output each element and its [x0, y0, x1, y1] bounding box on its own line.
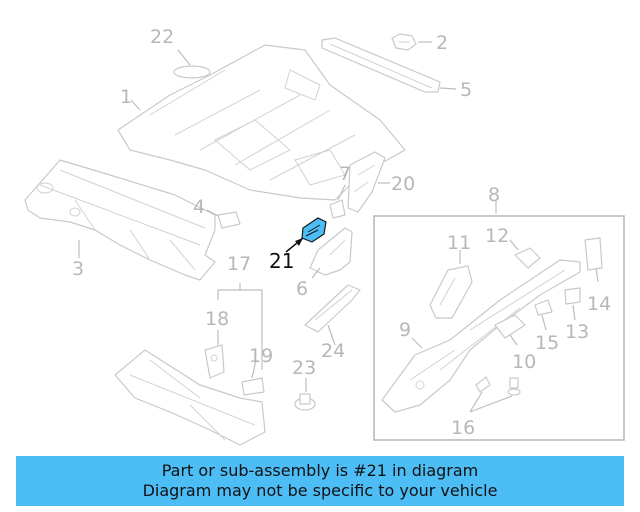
label-part-3: 3 [72, 258, 84, 280]
label-part-17: 17 [227, 253, 251, 275]
part-9-side-rail [381, 259, 581, 413]
label-part-21: 21 [269, 249, 294, 273]
banner-line-part-number: Part or sub-assembly is #21 in diagram [161, 461, 479, 480]
parts-diagram: 1 2 3 4 5 6 7 8 9 10 11 12 13 14 15 16 1… [24, 26, 625, 446]
part-21-highlighted-bracket [301, 217, 327, 243]
label-part-11: 11 [447, 232, 471, 254]
label-part-18: 18 [205, 308, 229, 330]
part-5-cross-member [321, 37, 441, 93]
label-part-19: 19 [249, 345, 273, 367]
part-11-cover [429, 265, 473, 319]
label-part-12: 12 [485, 225, 509, 247]
label-part-14: 14 [587, 293, 611, 315]
part-2-clip [391, 33, 417, 51]
label-part-23: 23 [292, 357, 316, 379]
part-15-clip [534, 299, 553, 316]
part-13-clip [564, 287, 581, 305]
part-10-bracket [494, 314, 526, 339]
label-part-9: 9 [399, 319, 411, 341]
part-19-bracket [241, 377, 265, 396]
part-7-bracket [329, 199, 346, 219]
label-part-8: 8 [488, 184, 500, 206]
label-part-15: 15 [535, 332, 559, 354]
part-20-side-panel [347, 151, 386, 213]
label-part-2: 2 [436, 32, 448, 54]
part-8-inset-box [373, 215, 625, 441]
part-14-bracket [584, 237, 603, 271]
label-part-5: 5 [460, 79, 472, 101]
part-6-bracket [309, 227, 353, 276]
label-part-10: 10 [512, 351, 536, 373]
label-part-16: 16 [451, 417, 475, 439]
label-part-20: 20 [391, 173, 415, 195]
info-banner: Part or sub-assembly is #21 in diagram D… [16, 456, 624, 506]
part-3-rear-panel [24, 159, 216, 281]
part-22-plug [173, 65, 211, 79]
part-12-bracket [514, 247, 541, 269]
label-part-4: 4 [193, 196, 205, 218]
part-23-bolt [294, 393, 316, 411]
part-16-fasteners [475, 376, 521, 396]
leader-lines [78, 41, 599, 413]
part-1-floor-pan [117, 44, 406, 201]
part-24-rail [304, 284, 361, 333]
label-part-6: 6 [296, 278, 308, 300]
part-4-bracket [217, 211, 241, 229]
label-part-7: 7 [339, 163, 351, 185]
label-part-24: 24 [321, 340, 345, 362]
part-21-arrow [285, 237, 304, 253]
banner-line-disclaimer: Diagram may not be specific to your vehi… [142, 481, 498, 500]
part-17-assembly [114, 349, 266, 446]
label-part-22: 22 [150, 26, 174, 48]
label-part-13: 13 [565, 321, 589, 343]
part-18-bracket [204, 344, 225, 379]
label-part-1: 1 [120, 86, 132, 108]
